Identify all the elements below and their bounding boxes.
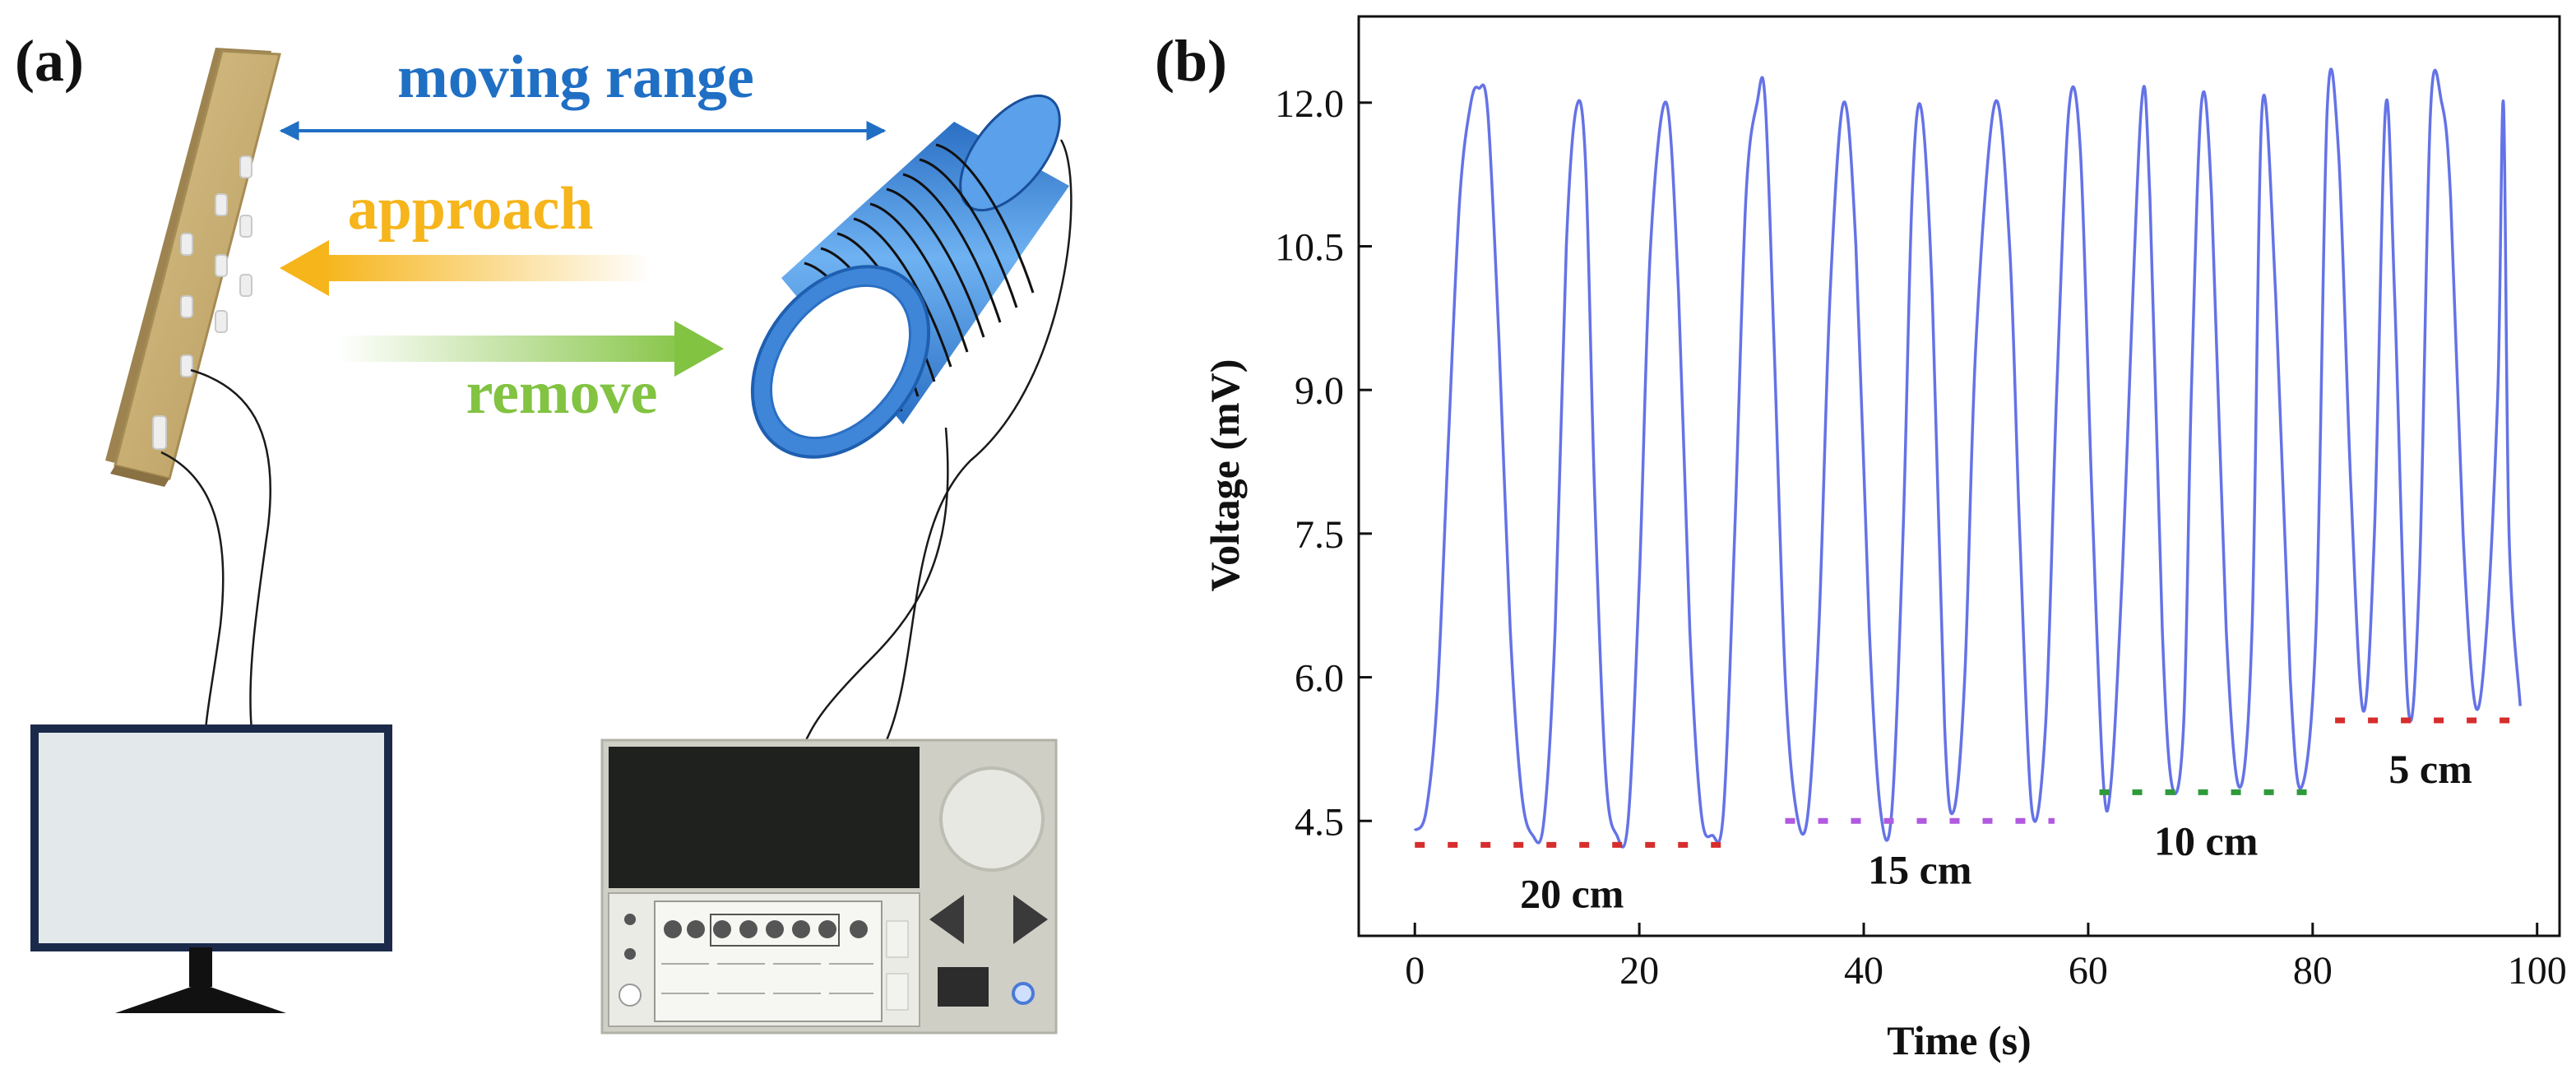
distance-label: 15 cm bbox=[1868, 846, 1971, 892]
x-tick-label: 60 bbox=[2069, 949, 2108, 993]
remove-arrow bbox=[337, 321, 724, 377]
panel-a-label: (a) bbox=[15, 28, 84, 94]
panel-b: (b) 4.5 6.0 7.5 9.0 10.5 12.0 0 20 40 60 80 100 Vol… bbox=[1155, 15, 2567, 1063]
series-group bbox=[1413, 67, 2522, 849]
distance-label: 10 cm bbox=[2154, 817, 2258, 863]
sensor-plate-icon bbox=[105, 48, 281, 487]
voltage-series-line bbox=[1413, 67, 2522, 849]
instrument-icon bbox=[600, 738, 1058, 1035]
plot-frame bbox=[1357, 15, 2561, 937]
coil-icon bbox=[750, 94, 1069, 459]
x-tick-label: 100 bbox=[2508, 949, 2567, 993]
annotations: 20 cm 15 cm 10 cm 5 cm bbox=[1415, 717, 2527, 916]
y-tick-label: 9.0 bbox=[1295, 369, 1344, 413]
y-tick-label: 10.5 bbox=[1275, 226, 1344, 270]
x-tick-label: 0 bbox=[1405, 949, 1425, 993]
axes: 4.5 6.0 7.5 9.0 10.5 12.0 0 20 40 60 80 100 bbox=[1275, 82, 2567, 993]
monitor-icon bbox=[30, 724, 392, 1013]
distance-label: 20 cm bbox=[1520, 870, 1624, 916]
y-tick-label: 4.5 bbox=[1295, 800, 1344, 844]
panel-a: (a) moving range approach remove bbox=[15, 28, 1073, 1035]
y-axis-label: Voltage (mV) bbox=[1202, 359, 1248, 592]
approach-label: approach bbox=[348, 175, 594, 243]
y-tick-label: 7.5 bbox=[1295, 513, 1344, 557]
wires bbox=[160, 139, 1073, 741]
x-axis-label: Time (s) bbox=[1887, 1017, 2031, 1063]
panel-b-label: (b) bbox=[1155, 28, 1227, 94]
remove-label: remove bbox=[466, 359, 658, 427]
x-tick-label: 20 bbox=[1619, 949, 1659, 993]
y-tick-label: 12.0 bbox=[1275, 82, 1344, 126]
approach-arrow bbox=[280, 240, 651, 296]
x-tick-label: 80 bbox=[2293, 949, 2333, 993]
moving-range-label: moving range bbox=[397, 44, 754, 111]
y-tick-label: 6.0 bbox=[1295, 657, 1344, 701]
distance-label: 5 cm bbox=[2388, 746, 2472, 792]
instrument-display bbox=[609, 747, 920, 888]
x-tick-label: 40 bbox=[1844, 949, 1883, 993]
